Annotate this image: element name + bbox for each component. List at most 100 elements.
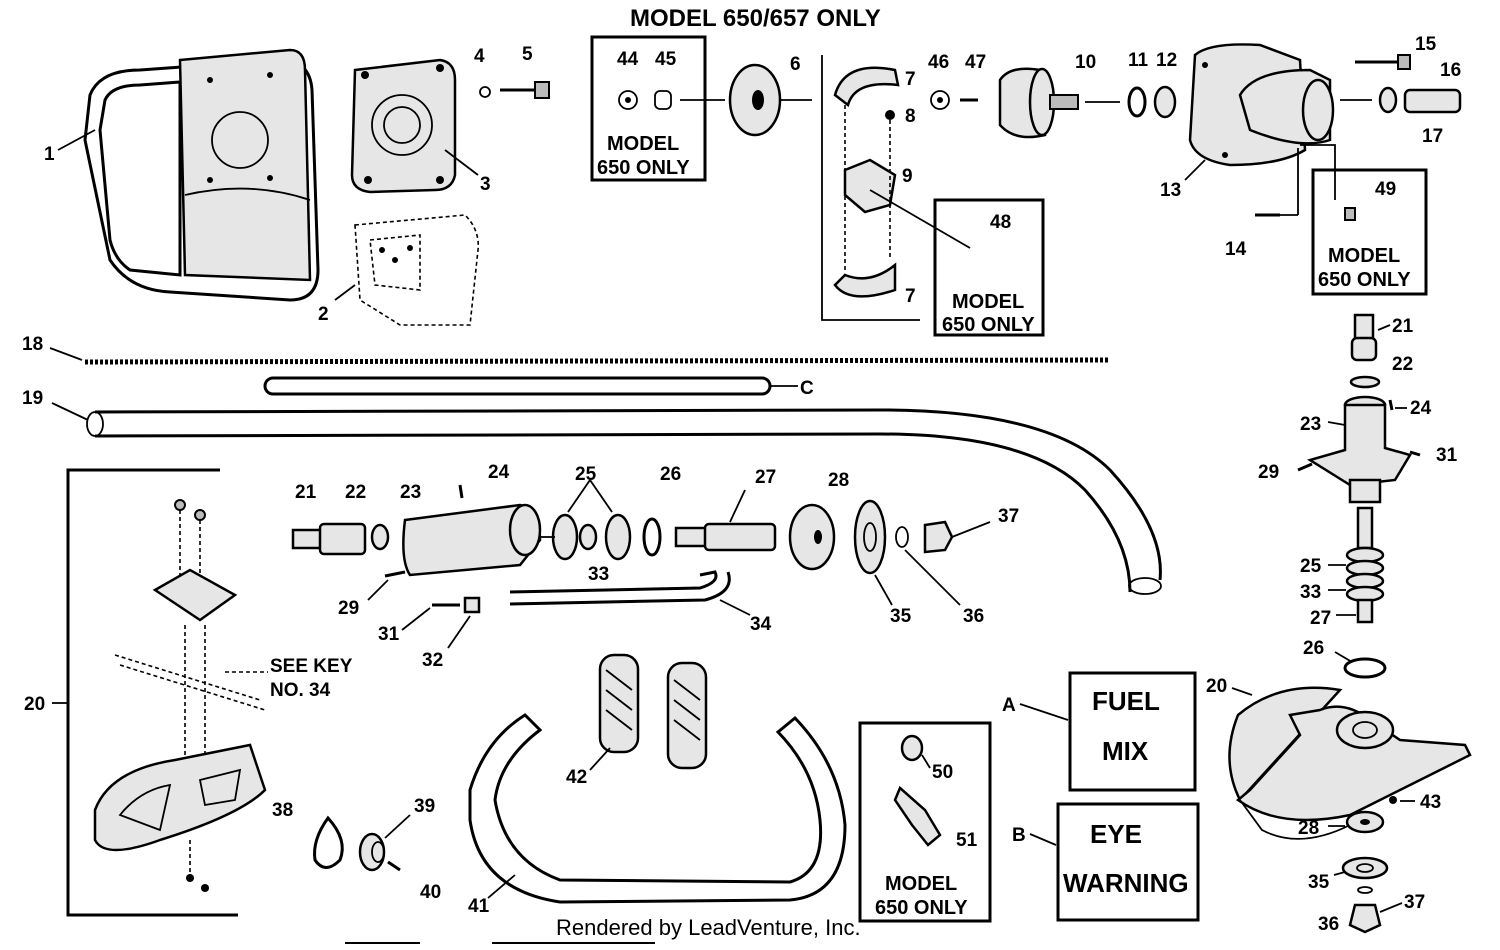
callout-36-right: 36 <box>1318 914 1339 935</box>
callout-7-bottom: 7 <box>905 286 916 307</box>
callout-35-left: 35 <box>890 606 912 627</box>
part-39-grommet <box>358 832 386 872</box>
callout-29-right: 29 <box>1258 462 1279 483</box>
part-36-washer-right <box>1357 886 1373 894</box>
decal-b-line1: EYE <box>1090 819 1142 849</box>
box3-line2: 650 ONLY <box>1318 269 1411 291</box>
callout-15: 15 <box>1415 34 1437 55</box>
callout-26-right: 26 <box>1303 638 1324 659</box>
diagram-title: MODEL 650/657 ONLY <box>630 5 881 32</box>
part-22-washer-left <box>370 523 390 551</box>
callout-45: 45 <box>655 49 677 70</box>
callout-22-right: 22 <box>1392 354 1413 375</box>
box2-line2: 650 ONLY <box>942 314 1035 336</box>
part-2-engine-outline <box>354 214 480 326</box>
callout-37-left: 37 <box>998 506 1019 527</box>
callout-9: 9 <box>902 166 913 187</box>
part-29-screw-left <box>384 570 406 578</box>
part-21-drive-adapter-left <box>291 522 367 556</box>
callout-26-left: 26 <box>660 464 681 485</box>
callout-6: 6 <box>790 54 801 75</box>
part-21-drive-adapter-right <box>1350 313 1378 362</box>
part-33-spacer-left <box>578 523 598 551</box>
box3-line1: MODEL <box>1328 245 1400 267</box>
callout-2: 2 <box>318 304 329 325</box>
part-18-drive-cable <box>84 357 1111 365</box>
part-36-washer-left <box>895 526 909 548</box>
callout-39: 39 <box>414 796 435 817</box>
part-20-guard-assembly <box>93 499 267 892</box>
part-37-nut-right <box>1348 903 1382 934</box>
callout-16: 16 <box>1440 60 1461 81</box>
callout-46: 46 <box>928 52 949 73</box>
callout-37-right: 37 <box>1404 892 1425 913</box>
box2-line1: MODEL <box>952 291 1024 313</box>
part-26-snap-ring-right <box>1343 657 1387 679</box>
callout-18: 18 <box>22 334 43 355</box>
part-8-spring <box>885 110 895 120</box>
part-24-screw-left <box>458 484 464 499</box>
callout-29-left: 29 <box>338 598 359 619</box>
part-c-liner <box>263 376 772 396</box>
callout-40: 40 <box>420 882 441 903</box>
callout-28-left: 28 <box>828 470 849 491</box>
part-20-bracket <box>66 468 238 917</box>
part-1-engine-cover <box>83 48 320 302</box>
callout-8: 8 <box>905 106 916 127</box>
decal-a-line1: FUEL <box>1092 686 1160 716</box>
part-23-gearhead-left <box>402 503 542 577</box>
part-13-clutch-housing <box>1188 43 1335 167</box>
callout-27-right: 27 <box>1310 608 1331 629</box>
part-32-clamp-nut <box>463 596 481 614</box>
part-15-bolt <box>1355 54 1411 70</box>
part-35-cup-left <box>853 499 887 575</box>
callout-4: 4 <box>474 46 485 67</box>
callout-36-left: 36 <box>963 606 984 627</box>
callout-25-left: 25 <box>575 464 597 485</box>
callout-13: 13 <box>1160 180 1181 201</box>
callout-22-left: 22 <box>345 482 366 503</box>
callout-38: 38 <box>272 800 293 821</box>
box4-line2: 650 ONLY <box>875 897 968 919</box>
callout-20-right: 20 <box>1206 676 1227 697</box>
callout-43: 43 <box>1420 792 1441 813</box>
part-29-screw-right <box>1297 462 1313 472</box>
callout-33-right: 33 <box>1300 582 1321 603</box>
callout-3: 3 <box>480 174 491 195</box>
callout-21-left: 21 <box>295 482 317 503</box>
model-650-box-4 <box>858 721 992 923</box>
decal-a-fuel-mix <box>1068 671 1197 792</box>
part-7-clutch-shoe-top <box>833 66 900 108</box>
decal-a-line2: MIX <box>1102 736 1149 766</box>
part-40-screw <box>387 860 401 872</box>
part-27-shaft-left <box>674 522 777 552</box>
part-42-grips <box>598 653 708 770</box>
callout-21-right: 21 <box>1392 316 1414 337</box>
part-51-fitting <box>893 785 942 847</box>
callout-20-left: 20 <box>24 694 45 715</box>
callout-44: 44 <box>617 49 639 70</box>
callout-11: 11 <box>1128 50 1149 71</box>
model-650-box-2 <box>933 198 1045 337</box>
part-25-bearing-left-a <box>551 513 579 561</box>
part-35-cup-right <box>1341 856 1389 880</box>
see-key-line1: SEE KEY <box>270 656 353 677</box>
callout-24-left: 24 <box>488 462 510 483</box>
part-46-washer <box>930 90 950 110</box>
box1-line2: 650 ONLY <box>597 157 690 179</box>
callout-31-right: 31 <box>1436 445 1458 466</box>
part-10-clutch-drum <box>998 67 1079 139</box>
callout-23-left: 23 <box>400 482 421 503</box>
part-4-washer <box>479 86 491 98</box>
callout-49: 49 <box>1375 179 1396 200</box>
callout-27-left: 27 <box>755 467 776 488</box>
part-23-gearhead-right <box>1306 395 1412 504</box>
part-25-bearing-left-b <box>604 513 632 561</box>
callout-19: 19 <box>22 388 43 409</box>
part-12-bearing <box>1153 85 1177 119</box>
callout-12: 12 <box>1156 50 1177 71</box>
callout-5: 5 <box>522 44 533 65</box>
callout-47: 47 <box>965 52 986 73</box>
